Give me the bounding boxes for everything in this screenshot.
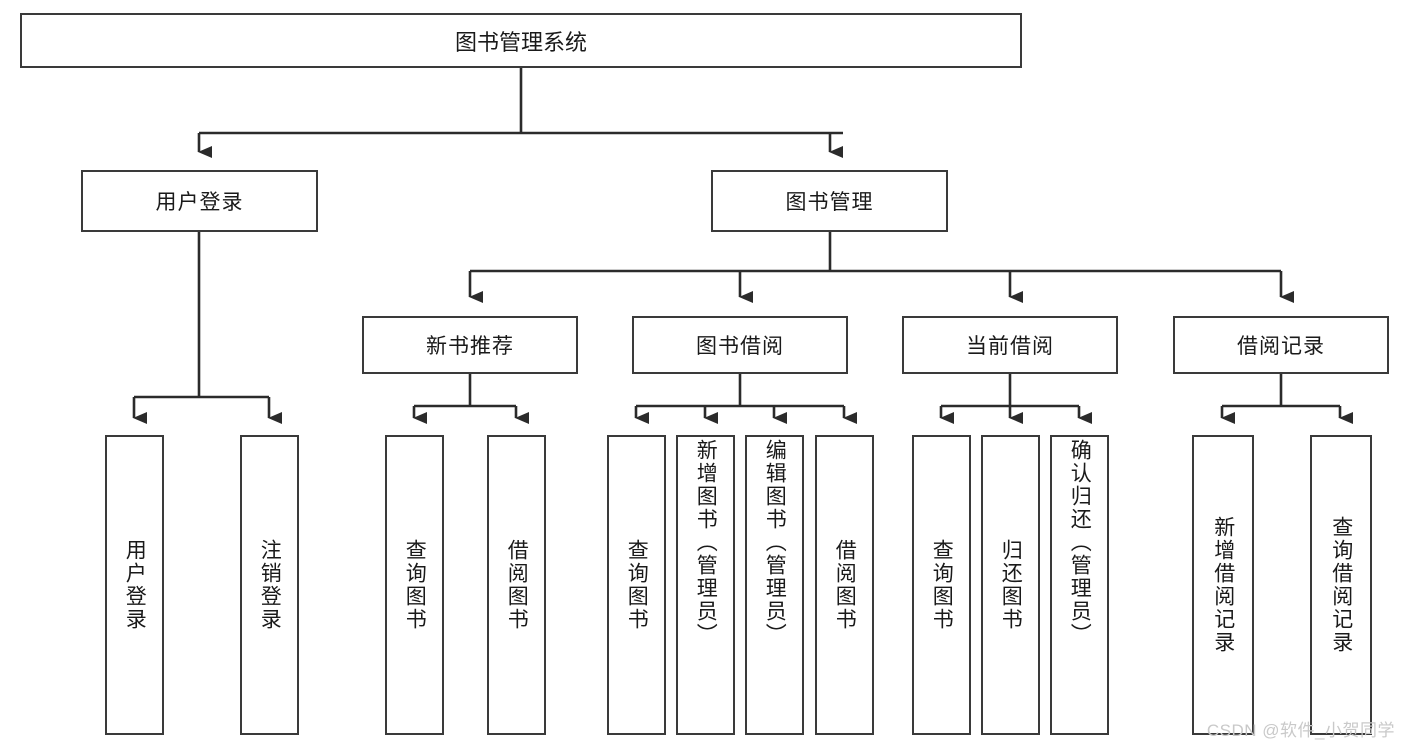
leaf-label: 借阅图书 bbox=[833, 539, 857, 631]
node-label: 图书管理 bbox=[785, 191, 874, 214]
leaf-current-return-book[interactable]: 归还图书 bbox=[981, 435, 1040, 735]
leaf-label: 查询图书 bbox=[403, 539, 427, 631]
leaf-borrow-add-book-admin[interactable]: 新增图书（管理员） bbox=[676, 435, 735, 735]
node-new-book-recommend[interactable]: 新书推荐 bbox=[362, 316, 578, 374]
node-label: 图书借阅 bbox=[696, 335, 784, 358]
leaf-label: 借阅图书 bbox=[505, 539, 529, 631]
leaf-user-login-logout[interactable]: 注销登录 bbox=[240, 435, 299, 735]
leaf-label: 确认归还（管理员） bbox=[1068, 439, 1092, 646]
node-label: 用户登录 bbox=[155, 191, 244, 214]
leaf-label: 注销登录 bbox=[258, 539, 282, 631]
node-label: 当前借阅 bbox=[966, 335, 1054, 358]
node-borrow-record[interactable]: 借阅记录 bbox=[1173, 316, 1389, 374]
leaf-record-add-record[interactable]: 新增借阅记录 bbox=[1192, 435, 1254, 735]
node-book-management[interactable]: 图书管理 bbox=[711, 170, 948, 232]
leaf-label: 用户登录 bbox=[123, 539, 147, 631]
leaf-label: 编辑图书（管理员） bbox=[763, 439, 787, 646]
node-label: 图书管理系统 bbox=[454, 29, 587, 55]
leaf-current-query-book[interactable]: 查询图书 bbox=[912, 435, 971, 735]
leaf-label: 新增借阅记录 bbox=[1211, 516, 1235, 654]
leaf-label: 查询借阅记录 bbox=[1329, 516, 1353, 654]
leaf-record-query-record[interactable]: 查询借阅记录 bbox=[1310, 435, 1372, 735]
leaf-current-confirm-return-admin[interactable]: 确认归还（管理员） bbox=[1050, 435, 1109, 735]
leaf-label: 查询图书 bbox=[930, 539, 954, 631]
leaf-recommend-borrow-book[interactable]: 借阅图书 bbox=[487, 435, 546, 735]
leaf-user-login-login[interactable]: 用户登录 bbox=[105, 435, 164, 735]
leaf-borrow-edit-book-admin[interactable]: 编辑图书（管理员） bbox=[745, 435, 804, 735]
leaf-label: 新增图书（管理员） bbox=[694, 439, 718, 646]
node-label: 借阅记录 bbox=[1237, 335, 1325, 358]
leaf-recommend-query-book[interactable]: 查询图书 bbox=[385, 435, 444, 735]
watermark: CSDN @软件_小贺同学 bbox=[1206, 721, 1395, 740]
leaf-label: 归还图书 bbox=[999, 539, 1023, 631]
node-root-system[interactable]: 图书管理系统 bbox=[20, 13, 1022, 68]
leaf-borrow-query-book[interactable]: 查询图书 bbox=[607, 435, 666, 735]
leaf-borrow-borrow-book[interactable]: 借阅图书 bbox=[815, 435, 874, 735]
leaf-label: 查询图书 bbox=[625, 539, 649, 631]
node-label: 新书推荐 bbox=[426, 335, 514, 358]
node-user-login[interactable]: 用户登录 bbox=[81, 170, 318, 232]
node-book-borrow[interactable]: 图书借阅 bbox=[632, 316, 848, 374]
node-current-borrow[interactable]: 当前借阅 bbox=[902, 316, 1118, 374]
